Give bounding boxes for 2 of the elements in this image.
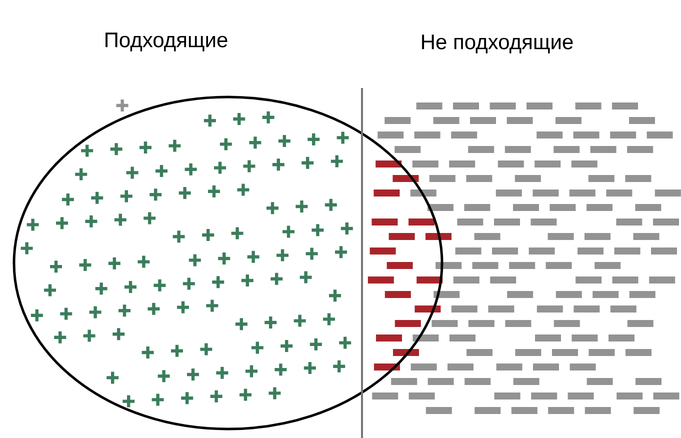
- column-heading: Не подходящие: [422, 34, 573, 54]
- column-heading: Подходящие: [106, 32, 228, 52]
